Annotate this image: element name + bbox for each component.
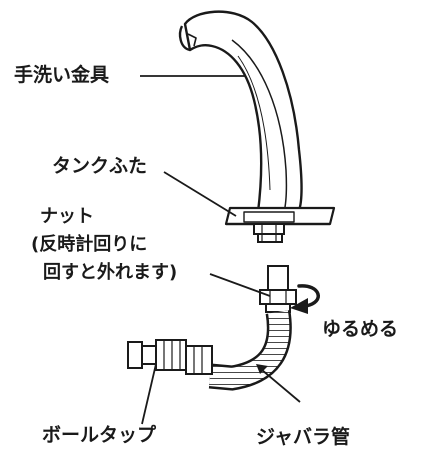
tank-lid-label: タンクふた <box>52 155 148 177</box>
tank-lid-drawing <box>224 206 336 226</box>
faucet-label: 手洗い金具 <box>14 64 110 86</box>
nut-label: ナット <box>40 206 94 227</box>
faucet-spout-drawing <box>178 10 303 214</box>
nut-drawing <box>253 223 285 243</box>
loosen-arrow-icon <box>290 284 320 314</box>
ball-tap-drawing <box>127 339 213 375</box>
loosen-label: ゆるめる <box>322 318 399 340</box>
bellows-pipe-label: ジャバラ管 <box>256 426 351 448</box>
ball-tap-label: ボールタップ <box>42 424 157 446</box>
bellows-pointer-icon <box>256 364 268 374</box>
bellows-pipe-drawing <box>208 310 292 391</box>
nut-note-line-2: 回すと外れます) <box>43 262 178 283</box>
nut-note-line-1: (反時計回りに <box>31 234 148 255</box>
leader-lines <box>140 75 301 425</box>
supply-pipe-drawing <box>259 265 297 313</box>
